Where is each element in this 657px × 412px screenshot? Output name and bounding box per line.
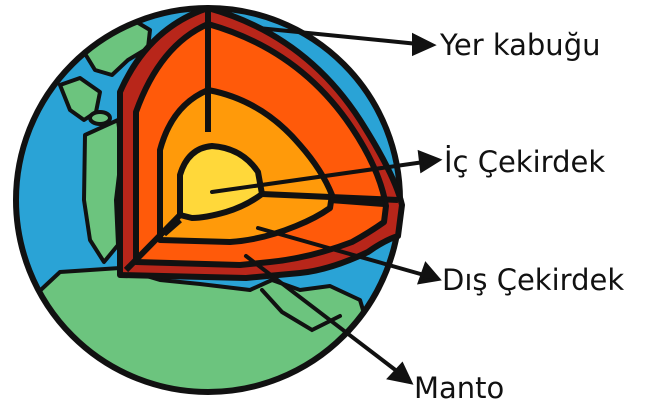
landmass: [30, 268, 372, 410]
inner-core-label: İç Çekirdek: [444, 145, 605, 179]
island: [90, 112, 110, 124]
inner-core-arrowhead: [420, 153, 438, 170]
landmass: [84, 120, 122, 262]
crust-label: Yer kabuğu: [439, 28, 600, 62]
mantle-label: Manto: [414, 371, 504, 405]
crust-arrowhead: [414, 36, 432, 53]
layer-separator: [330, 200, 384, 204]
outer-core-label: Dış Çekirdek: [442, 263, 624, 297]
outer-core-arrowhead: [420, 265, 438, 282]
layer-cutaway: [120, 8, 402, 278]
